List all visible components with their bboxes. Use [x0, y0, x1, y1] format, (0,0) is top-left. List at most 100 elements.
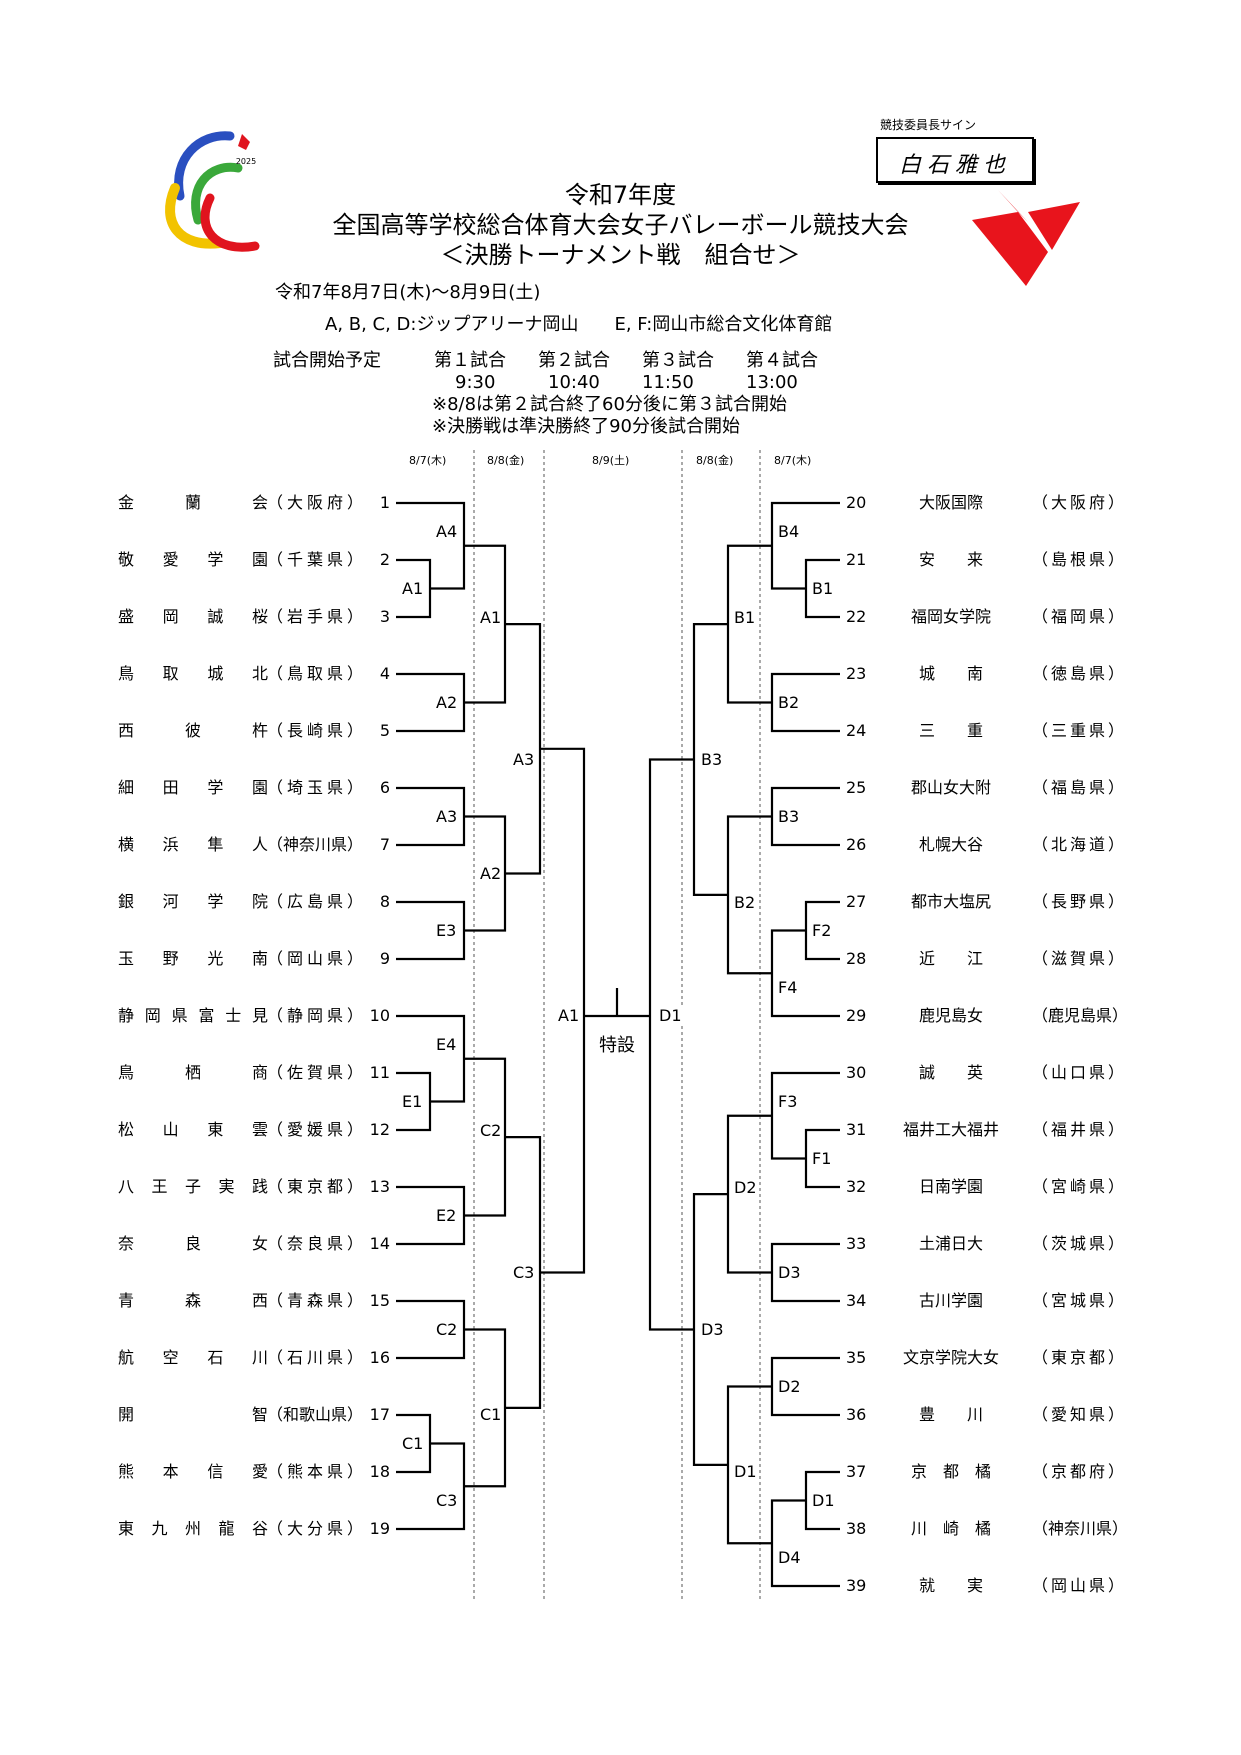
schedule-label: 試合開始予定: [273, 350, 381, 371]
left-team-name: 鳥取城北: [118, 664, 268, 683]
right-team-name: 札幌大谷: [918, 835, 983, 854]
left-team-name: 東九州龍谷: [118, 1519, 268, 1538]
right-team-name: 京 都 橘: [910, 1462, 991, 1481]
left-team-prefecture: （和歌山県）: [267, 1405, 364, 1424]
left-team-number: 14: [369, 1234, 390, 1253]
left-team-name: 敬愛学園: [118, 550, 268, 569]
left-team-number: 5: [379, 721, 390, 740]
left-team-name: 奈 良 女: [118, 1234, 268, 1253]
match-label-a3-r1-left: A3: [435, 807, 459, 826]
venues: A, B, C, D:ジップアリーナ岡山 E, F:岡山市総合文化体育館: [325, 314, 833, 335]
left-team-prefecture: （青森県）: [267, 1291, 363, 1310]
right-team-prefecture: （福井県）: [1032, 1120, 1124, 1139]
left-team-number: 6: [379, 778, 390, 797]
right-team-prefecture: （山口県）: [1032, 1063, 1124, 1082]
note-1: ※8/8は第２試合終了60分後に第３試合開始: [432, 394, 787, 415]
left-team-name: 八王子実践: [118, 1177, 268, 1196]
left-team-prefecture: （千葉県）: [267, 550, 363, 569]
tournament-period: 令和7年8月7日(木)～8月9日(土): [275, 282, 541, 303]
match-label-e3-left: E3: [435, 921, 458, 940]
left-team-name: 開 智: [118, 1405, 268, 1424]
match-4-label: 第４試合: [746, 350, 818, 371]
left-team-name: 細田学園: [118, 778, 268, 797]
match-label-d1-r1-right: D1: [811, 1491, 836, 1510]
left-team-number: 16: [369, 1348, 390, 1367]
bracket-line: [648, 758, 694, 1331]
left-team-number: 9: [379, 949, 390, 968]
left-team-name: 金 蘭 会: [118, 493, 268, 512]
title-line-2: 全国高等学校総合体育大会女子バレーボール競技大会: [332, 211, 909, 239]
right-team-prefecture: （大阪府）: [1032, 493, 1124, 512]
left-team-name: 青 森 西: [118, 1291, 268, 1310]
match-1-time: 9:30: [455, 372, 496, 393]
match-label-a3-semi-left: A3: [512, 750, 536, 769]
left-team-prefecture: （埼玉県）: [267, 778, 363, 797]
bracket-line: [540, 747, 586, 1274]
left-team-name: 銀河学院: [118, 892, 268, 911]
right-team-number: 35: [846, 1348, 867, 1367]
left-team-prefecture: （東京都）: [267, 1177, 363, 1196]
match-label-b3-r1-right: B3: [777, 807, 801, 826]
left-team-number: 17: [369, 1405, 390, 1424]
match-label-a4-left: A4: [435, 522, 459, 541]
match-label-d3-r1-right: D3: [777, 1263, 802, 1282]
right-team-name: 福井工大福井: [902, 1120, 999, 1139]
right-team-number: 36: [846, 1405, 867, 1424]
left-team-name: 航空石川: [118, 1348, 268, 1367]
logo-small-mark: [238, 134, 250, 150]
match-label-b4-right: B4: [777, 522, 801, 541]
right-team-number: 21: [846, 550, 867, 569]
left-team-prefecture: （鳥取県）: [267, 664, 363, 683]
left-team-prefecture: （神奈川県）: [267, 835, 364, 854]
note-2: ※決勝戦は準決勝終了90分後試合開始: [432, 416, 740, 437]
sign-label: 競技委員長サイン: [880, 118, 977, 132]
right-team-number: 30: [846, 1063, 867, 1082]
left-team-prefecture: （長崎県）: [267, 721, 363, 740]
final-label-left: A1: [557, 1006, 581, 1025]
left-team-prefecture: （岩手県）: [267, 607, 363, 626]
round-date-3: 8/9(土): [592, 454, 630, 467]
left-team-prefecture: （石川県）: [267, 1348, 363, 1367]
match-label-d3-semi-right: D3: [700, 1320, 725, 1339]
right-team-prefecture: （宮崎県）: [1032, 1177, 1124, 1196]
left-team-prefecture: （広島県）: [267, 892, 363, 911]
right-team-number: 39: [846, 1576, 867, 1595]
left-team-number: 11: [369, 1063, 390, 1082]
match-label-f4-right: F4: [777, 978, 799, 997]
match-label-c1-r2-left: C1: [479, 1405, 503, 1424]
logo-green-arc: [191, 162, 243, 225]
right-team-prefecture: （岡山県）: [1032, 1576, 1124, 1595]
right-team-number: 37: [846, 1462, 867, 1481]
right-team-prefecture: （徳島県）: [1032, 664, 1124, 683]
final-label-right: D1: [658, 1006, 683, 1025]
bracket-lines: [396, 501, 840, 1588]
right-team-name: 豊 川: [918, 1405, 983, 1424]
logo-yellow-arc: [165, 183, 225, 249]
right-team-number: 31: [846, 1120, 867, 1139]
logo-year-text: 2025: [236, 157, 256, 166]
round-date-2: 8/8(金): [487, 454, 525, 467]
right-team-number: 38: [846, 1519, 867, 1538]
left-team-prefecture: （大分県）: [267, 1519, 363, 1538]
left-team-number: 15: [369, 1291, 390, 1310]
match-label-b1-r2-right: B1: [733, 608, 757, 627]
right-team-prefecture: （京都府）: [1032, 1462, 1124, 1481]
mark-left-shape: [972, 212, 1048, 286]
round-date-5: 8/7(木): [774, 454, 812, 467]
right-team-name: 文京学院大女: [902, 1348, 999, 1367]
left-team-number: 3: [379, 607, 390, 626]
left-team-name: 熊本信愛: [118, 1462, 268, 1481]
right-team-number: 23: [846, 664, 867, 683]
right-team-name: 福岡女学院: [910, 607, 991, 626]
left-team-name: 西 彼 杵: [118, 721, 268, 740]
match-label-b3-semi-right: B3: [700, 750, 724, 769]
left-team-number: 10: [369, 1006, 390, 1025]
right-team-name: 三 重: [918, 721, 983, 740]
title-line-3: ＜決勝トーナメント戦 組合せ＞: [440, 241, 801, 269]
right-team-name: 就 実: [918, 1576, 983, 1595]
right-team-number: 34: [846, 1291, 867, 1310]
match-label-a1-r1-left: A1: [401, 579, 425, 598]
right-team-prefecture: （茨城県）: [1032, 1234, 1124, 1253]
right-team-name: 安 来: [918, 550, 983, 569]
